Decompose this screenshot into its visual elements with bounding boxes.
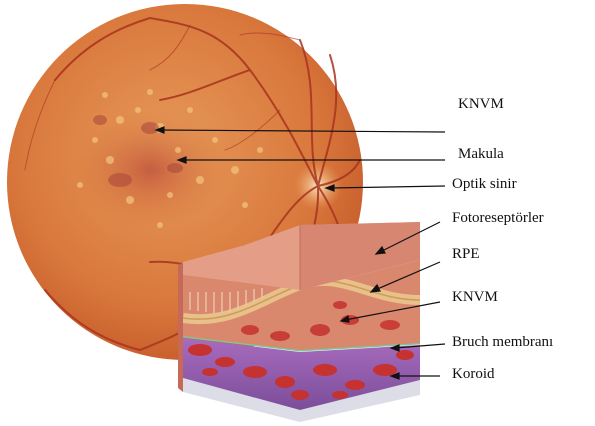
label-bruch: Bruch membranı — [452, 334, 553, 351]
label-fotoreseptorler: Fotoreseptörler — [452, 210, 544, 227]
label-knvm-top: KNVM — [458, 96, 504, 113]
label-koroid: Koroid — [452, 366, 495, 383]
label-knvm-bottom: KNVM — [452, 289, 498, 306]
label-optik-sinir: Optik sinir — [452, 176, 517, 193]
label-makula: Makula — [458, 146, 504, 163]
label-rpe: RPE — [452, 246, 480, 263]
